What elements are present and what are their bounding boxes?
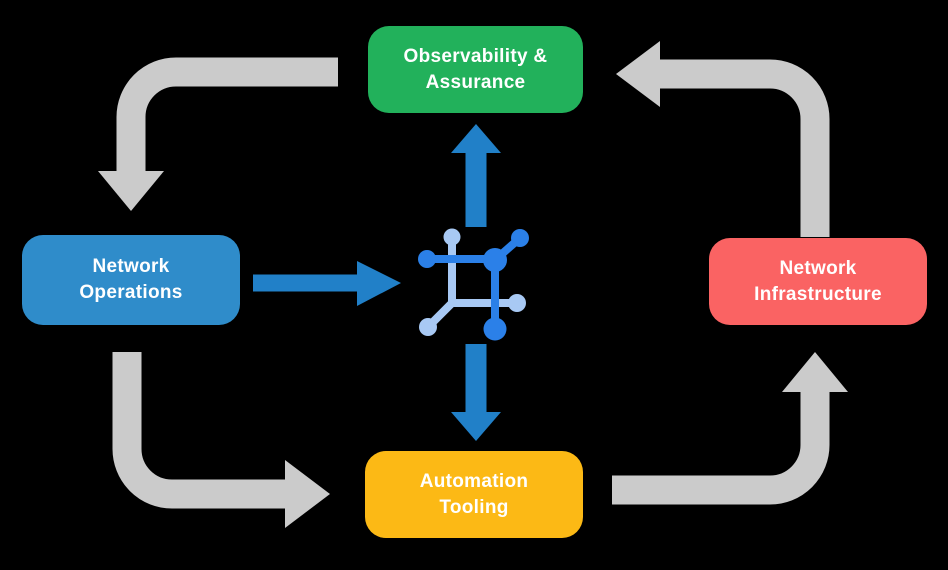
arrow-shaft	[116, 57, 338, 173]
icon-node-dot	[483, 248, 507, 272]
icon-node-dot	[508, 294, 526, 312]
arrow-automation-to-infrastructure	[612, 352, 848, 505]
network-nodes-icon	[418, 228, 529, 341]
arrow-observability-to-operations	[98, 57, 338, 211]
icon-node-dot	[443, 228, 461, 246]
node-label-line: Assurance	[425, 71, 526, 93]
node-label-line: Tooling	[439, 496, 509, 518]
node-label-line: Infrastructure	[754, 283, 882, 305]
node-network-operations: Network Operations	[22, 235, 240, 325]
arrow-infrastructure-to-observability	[616, 41, 830, 237]
node-label-line: Network	[92, 256, 170, 277]
node-network-infrastructure: Network Infrastructure	[709, 238, 927, 325]
arrow-core-to-automation	[451, 344, 501, 441]
arrow-operations-to-automation	[112, 352, 330, 528]
arrow-head	[782, 352, 848, 392]
arrow-head	[285, 460, 330, 528]
node-label-line: Operations	[79, 282, 183, 303]
arrow-core-to-observability	[451, 124, 501, 227]
arrow-shaft	[612, 391, 830, 505]
arrow-head	[98, 171, 164, 211]
arrow-shaft	[659, 59, 830, 237]
arrow-head	[451, 124, 501, 153]
node-label-line: Observability &	[403, 45, 548, 67]
arrow-head	[616, 41, 660, 107]
node-automation-tooling: Automation Tooling	[365, 451, 583, 538]
arrow-operations-to-core	[253, 261, 401, 306]
icon-node-dot	[511, 229, 529, 247]
icon-node-dot	[483, 317, 507, 341]
arrow-head	[451, 412, 501, 441]
arrow-shaft	[112, 352, 286, 509]
node-label-line: Automation	[419, 470, 529, 492]
arrow-head	[357, 261, 401, 306]
node-observability-assurance: Observability & Assurance	[368, 26, 583, 113]
node-label-line: Network	[779, 257, 857, 279]
icon-node-dot	[418, 250, 436, 268]
icon-node-dot	[419, 318, 437, 336]
